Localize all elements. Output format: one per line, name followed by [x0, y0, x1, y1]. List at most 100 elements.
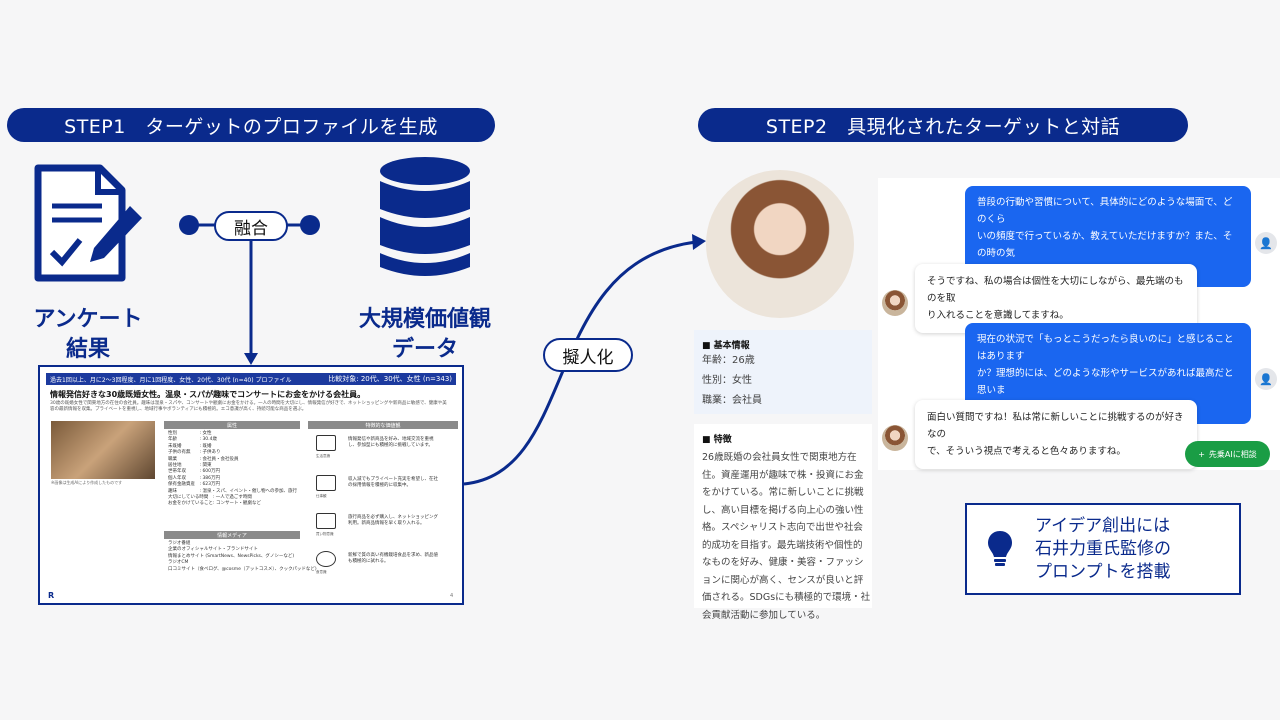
profile-document: 過去1回以上、月に2～3回程度、月に1回程度、女性、20代、30代 (n=40)… [38, 365, 464, 605]
document-pen-icon [34, 164, 142, 282]
idea-prompt-box: アイデア創出には 石井力重氏監修の プロンプトを搭載 [965, 503, 1241, 595]
message-line: いの頻度で行っているか、教えていただけますか？また、その時の気 [977, 231, 1233, 259]
profile-doc-header: 過去1回以上、月に2～3回程度、月に1回程度、女性、20代、30代 (n=40)… [46, 373, 456, 385]
feature-line: 住。資産運用が趣味で株・投資にお金 [702, 469, 864, 481]
attr-row: 居住地 : 関東 [168, 463, 212, 469]
persona-features: ■ 特徴 26歳既婚の会社員女性で関東地方在 住。資産運用が趣味で株・投資にお金… [694, 424, 872, 621]
profile-doc-header-left: 過去1回以上、月に2～3回程度、月に1回程度、女性、20代、30代 (n=40)… [50, 376, 292, 384]
ai-avatar [882, 290, 908, 316]
message-line: か？理想的には、どのような形やサービスがあれば最高だと思いま [977, 368, 1234, 396]
values-label-line2: データ [391, 337, 458, 362]
media-item: ラジオCM [168, 560, 189, 566]
dish-icon [316, 551, 336, 567]
attr-row: 趣味 : 温泉・スパ、イベント・催し物への参加、旅行 [168, 488, 297, 494]
tendency-label: 生活意識 [316, 454, 330, 458]
attr-row: 子供の有無 : 子供あり [168, 450, 221, 456]
media-item: 企業のオフィシャルサイト・ブランドサイト [168, 547, 258, 553]
attr-row: 性別 : 女性 [168, 431, 212, 436]
values-label-line1: 大規模価値観 [358, 307, 491, 332]
tendency-label: 食意識 [316, 570, 327, 574]
chat-panel: 普段の行動や習慣について、具体的にどのような場面で、どのくら いの頻度で行ってい… [878, 178, 1280, 470]
attr-list: 性別 : 女性 年齢 : 30.4歳 未既婚 : 既婚 子供の有無 : 子供あり… [168, 431, 297, 508]
step1-label: STEP1 ターゲットのプロファイルを生成 [7, 108, 495, 142]
ai-message: そうですね、私の場合は個性を大切にしながら、最先端のものを取 り入れることを意識… [915, 264, 1197, 333]
attr-row: 未既婚 : 既婚 [168, 443, 212, 449]
lifestyle-icon [316, 435, 336, 451]
persona-job: 職業：会社員 [702, 395, 762, 406]
feature-line: し、高い目標を掲げる向上心の強い性 [702, 504, 864, 516]
tendency-text: 旅行商品を必ず購入し、ネットショッピング利用。新商品情報を早く取り入れる。 [348, 515, 438, 526]
persona-gender: 性別：女性 [702, 375, 752, 386]
feature-line: 会貢献活動に参加している。 [702, 609, 826, 621]
tendency-text: 新鮮で質の高い有機栽培食品を求め、新品値も積極的に試れる。 [348, 553, 438, 564]
user-avatar-icon: 👤 [1255, 232, 1277, 254]
attr-row: 大切にしている時間 : 一人で過ごす時間 [168, 495, 252, 501]
persona-avatar [706, 170, 854, 318]
survey-label-line1: アンケート [33, 307, 143, 332]
person-plus-icon: + [1198, 449, 1205, 459]
fusion-label: 融合 [214, 211, 288, 241]
idea-text: アイデア創出には 石井力重氏監修の プロンプトを搭載 [1035, 515, 1171, 584]
attr-row: 職業 : 会社員・会社役員 [168, 456, 239, 462]
feature-line: をかけている。常に新しいことに挑戦 [702, 487, 864, 498]
feature-line: なものを好み、健康・美容・ファッシ [702, 557, 864, 568]
feature-header: ■ 特徴 [702, 435, 732, 445]
consult-ai-label: 先乗AIに相談 [1208, 449, 1257, 459]
photo-caption: ※画像は生成AIにより作成したものです [51, 480, 123, 485]
personify-label: 擬人化 [543, 338, 633, 372]
persona-age: 年齢：26歳 [702, 355, 755, 366]
attr-row: お金をかけていること: コンサート・観劇など [168, 501, 261, 507]
tendency-text: 情報発信や新商品を好み、地域交流を重視し、参加型にも積極的に挑戦しています。 [348, 437, 434, 448]
attr-row: 年齢 : 30.4歳 [168, 437, 217, 443]
ai-message: 面白い質問ですね！私は常に新しいことに挑戦するのが好きなの で、そういう視点で考… [915, 400, 1197, 469]
feature-line: 的成功を目指す。最先端技術や個性的 [702, 539, 863, 551]
idea-line: プロンプトを搭載 [1035, 561, 1171, 582]
profile-photo [51, 421, 155, 479]
feature-line: ョンに関心が高く、センスが良いと評 [702, 574, 864, 586]
basket-icon [316, 513, 336, 529]
feature-line: 26歳既婚の会社員女性で関東地方在 [702, 452, 857, 463]
page-number: 4 [450, 593, 454, 599]
lightbulb-icon [988, 531, 1012, 566]
idea-line: アイデア創出には [1035, 515, 1171, 536]
attr-row: 世帯年収 : 600万円 [168, 469, 221, 475]
media-item: 情報まとめサイト (SmartNews、NewsPicks、グノシーなど) [168, 553, 295, 559]
attr-row: 個人年収 : 386万円 [168, 475, 221, 481]
tendency-header: 特徴的な価値観 [308, 421, 458, 429]
feature-line: 格。スペシャリスト志向で出世や社会 [702, 522, 863, 533]
survey-label: アンケート 結果 [18, 305, 158, 365]
profile-doc-description: 30歳の既婚女性で関東地方の在住の会社員。趣味は温泉・スパや、コンサートや観劇に… [50, 401, 447, 412]
message-line: り入れることを意識してますね。 [927, 310, 1069, 321]
database-icon [380, 157, 470, 276]
consult-ai-button[interactable]: + 先乗AIに相談 [1185, 441, 1270, 467]
message-line: そうですね、私の場合は個性を大切にしながら、最先端のものを取 [927, 276, 1184, 304]
attr-row: 保有金融資産 : 623万円 [168, 482, 221, 488]
values-data-label: 大規模価値観 データ [340, 305, 510, 365]
media-item: ラジオ番組 [168, 541, 191, 546]
ai-avatar [882, 425, 908, 451]
user-avatar-icon: 👤 [1255, 368, 1277, 390]
step2-label: STEP2 具現化されたターゲットと対話 [698, 108, 1188, 142]
tendency-text: 収入減でもプライベート充実を希望し、在社の採用情報を積極的に収集中。 [348, 477, 438, 488]
idea-line: 石井力重氏監修の [1035, 538, 1171, 559]
message-line: 現在の状況で「もっとこうだったら良いのに」と感じることはあります [977, 334, 1234, 362]
briefcase-icon [316, 475, 336, 491]
media-header: 情報メディア [164, 531, 300, 539]
persona-basic-info: ■ 基本情報 年齢：26歳 性別：女性 職業：会社員 [694, 330, 872, 414]
tendency-label: 買い物意識 [316, 532, 334, 536]
message-line: 普段の行動や習慣について、具体的にどのような場面で、どのくら [977, 197, 1233, 225]
feature-text: 26歳既婚の会社員女性で関東地方在 住。資産運用が趣味で株・投資にお金 をかけて… [702, 449, 871, 624]
survey-label-line2: 結果 [65, 337, 110, 362]
message-line: 面白い質問ですね！私は常に新しいことに挑戦するのが好きなの [927, 412, 1184, 440]
media-item: 口コミサイト（食べログ、@cosme（アットコスメ）、クックパッドなど) [168, 566, 317, 572]
media-list: ラジオ番組 企業のオフィシャルサイト・ブランドサイト 情報まとめサイト (Sma… [168, 541, 317, 573]
message-line: で、そういう視点で考えると色々ありますね。 [927, 446, 1126, 457]
profile-doc-title: 情報発信好きな30歳既婚女性。温泉・スパが趣味でコンサートにお金をかける会社員。 [50, 390, 366, 399]
tendency-label: 仕事観 [316, 494, 327, 498]
feature-line: 価される。SDGsにも積極的で環境・社 [702, 592, 871, 603]
basic-info-header: ■ 基本情報 [702, 341, 750, 351]
company-logo: R [48, 591, 55, 600]
profile-doc-header-right: 比較対象: 20代、30代、女性 (n=343) [328, 375, 452, 383]
attr-header: 属性 [164, 421, 300, 429]
